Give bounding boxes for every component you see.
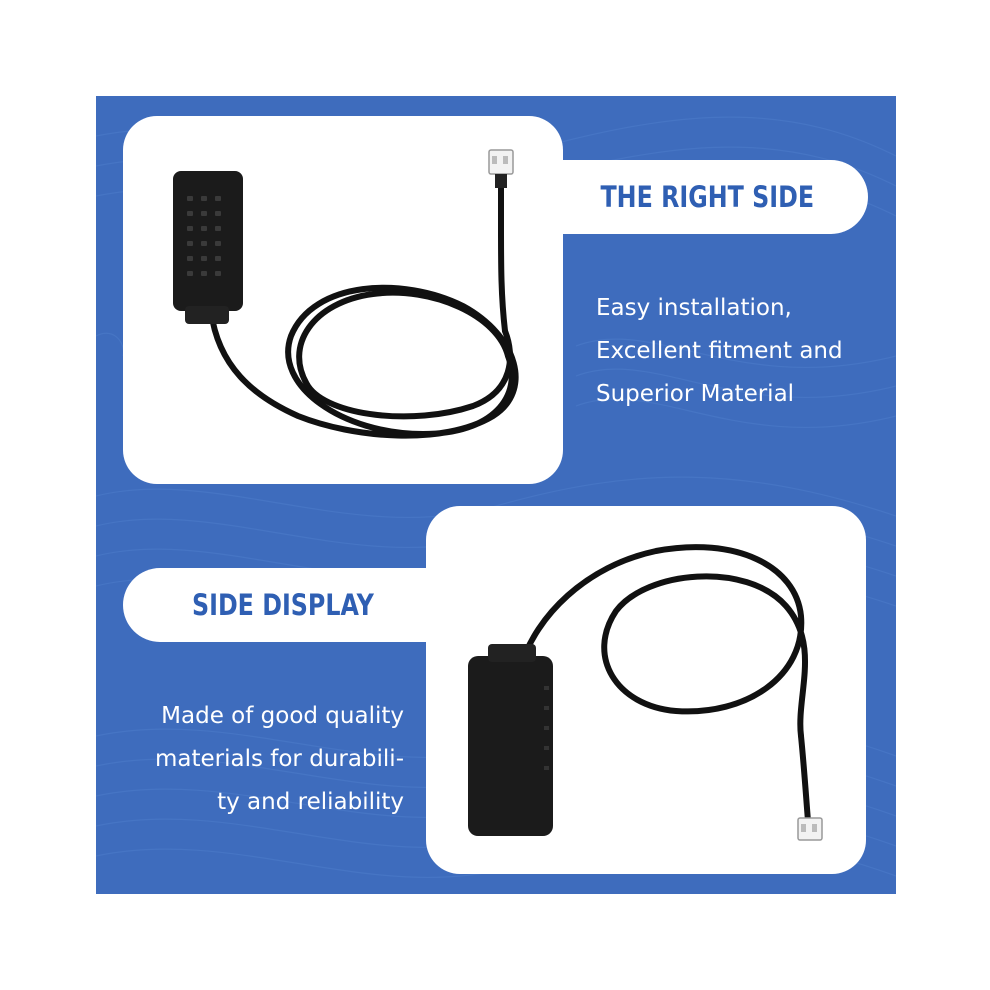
connector-icon (797, 817, 823, 841)
description-line: materials for durabili- (154, 746, 404, 772)
heading-right-side: THE RIGHT SIDE (600, 180, 814, 214)
heading-pill-right-side: THE RIGHT SIDE (546, 160, 868, 234)
heading-side-display: SIDE DISPLAY (192, 588, 374, 622)
bottom-product-photo (426, 506, 866, 874)
product-feature-panel: THE RIGHT SIDE Easy installation, Excell… (96, 96, 896, 894)
sensor-housing (468, 656, 553, 836)
description-line: Excellent fitment and (596, 338, 843, 364)
description-line: Made of good quality (161, 703, 404, 729)
sensor-housing (173, 171, 243, 311)
heading-pill-side-display: SIDE DISPLAY (123, 568, 443, 642)
top-product-photo (123, 116, 563, 484)
description-right-side: Easy installation, Excellent fitment and… (596, 287, 886, 416)
description-line: Easy installation, (596, 295, 792, 321)
sensor-front-illustration (173, 149, 519, 439)
description-line: ty and reliability (217, 789, 404, 815)
sensor-side-illustration (468, 544, 823, 841)
description-line: Superior Material (596, 381, 795, 407)
description-side-display: Made of good quality materials for durab… (136, 695, 404, 824)
